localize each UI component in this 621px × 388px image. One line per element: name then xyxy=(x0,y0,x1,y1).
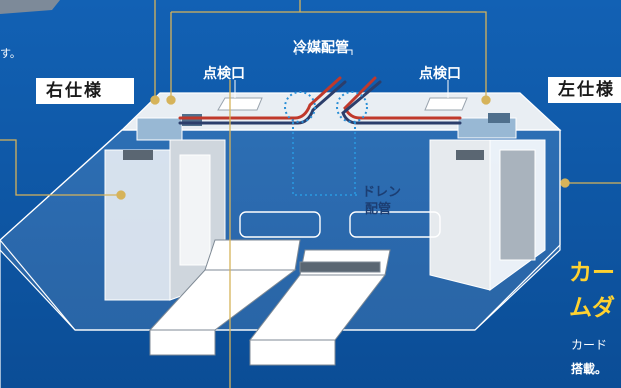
right-spec-label: 右仕様 xyxy=(36,78,134,104)
card-feature-text-line2: 搭載。 xyxy=(571,362,608,376)
beds xyxy=(148,239,391,366)
indoor-units xyxy=(123,113,517,160)
card-feature-text-line1: カード xyxy=(571,338,608,352)
drain-piping-label-line2: 配管 xyxy=(365,202,392,217)
refrigerant-bracket xyxy=(234,45,449,98)
card-feature-title-line1: カー xyxy=(569,260,615,286)
left-spec-label: 左仕様 xyxy=(548,77,621,103)
refrigerant-piping-label: 冷媒配管 xyxy=(293,40,349,56)
inspection-port-label-right: 点検口 xyxy=(419,66,461,82)
drain-piping-label-line1: ドレン xyxy=(362,185,402,200)
card-feature-title-line2: ムダ xyxy=(569,295,615,321)
top-left-text-fragment: す。 xyxy=(0,47,21,60)
bathtubs xyxy=(239,211,441,238)
drain-piping xyxy=(284,91,368,196)
inspection-hatches xyxy=(217,97,468,111)
inspection-port-label-left: 点検口 xyxy=(203,66,245,82)
